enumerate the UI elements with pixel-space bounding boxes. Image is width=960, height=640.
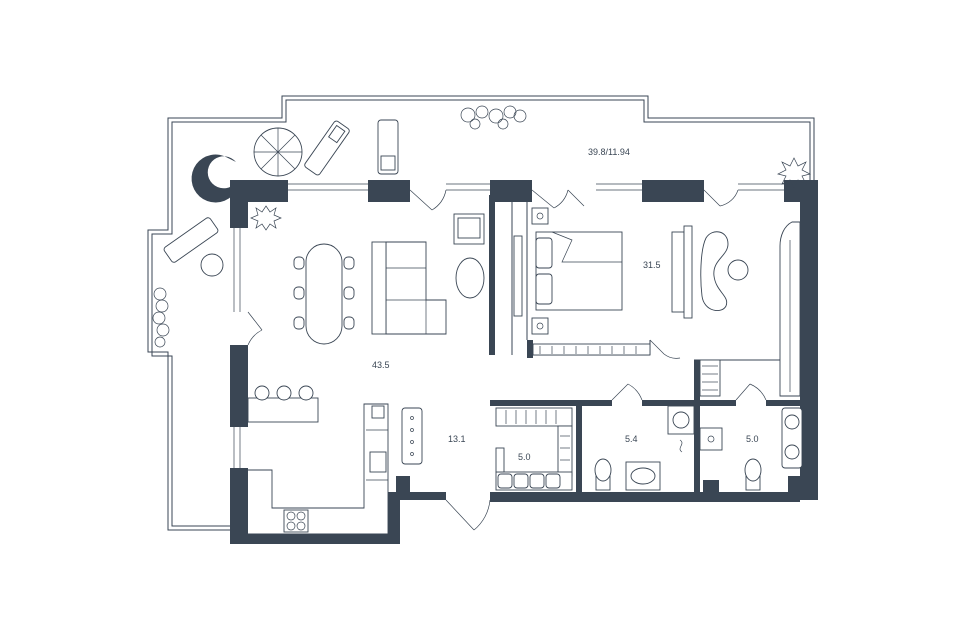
sun-lounger-icon xyxy=(304,120,350,176)
terrace-furniture xyxy=(152,105,812,348)
bed-icon xyxy=(531,207,623,335)
toilet-icon xyxy=(744,458,762,491)
doors xyxy=(247,189,767,531)
bathroom-2-fixtures xyxy=(699,407,803,491)
tv-unit-icon xyxy=(513,225,693,319)
plant-icon xyxy=(250,205,282,231)
dining-table-icon xyxy=(293,243,355,345)
wardrobe-icon xyxy=(699,359,721,397)
hall-furniture xyxy=(401,407,423,465)
sink-icon xyxy=(699,427,723,451)
terrace-area-label: 39.8/11.94 xyxy=(588,147,630,157)
armchair-icon xyxy=(453,213,485,245)
terrace-outline xyxy=(147,95,815,531)
hall-area-label: 13.1 xyxy=(448,434,466,444)
wardrobe-area-label: 5.0 xyxy=(518,452,531,462)
bedroom-furniture xyxy=(513,207,801,397)
plant-icon xyxy=(460,105,527,130)
stove-icon xyxy=(283,509,309,533)
living-furniture xyxy=(247,213,485,535)
bathroom-1-area-label: 5.4 xyxy=(625,434,638,444)
sink-icon xyxy=(625,461,661,491)
wardrobe-icon xyxy=(779,221,801,397)
kitchen-counter-icon xyxy=(248,403,389,535)
living-area-label: 43.5 xyxy=(372,360,390,370)
sofa-icon xyxy=(371,241,447,335)
sun-lounger-icon xyxy=(163,217,224,277)
sun-lounger-icon xyxy=(377,119,399,175)
wardrobe-icon xyxy=(532,343,651,356)
bar-counter-icon xyxy=(247,385,319,423)
desk-icon xyxy=(700,231,749,312)
wardrobe-room-furniture xyxy=(495,407,573,491)
bathroom-2-area-label: 5.0 xyxy=(746,434,759,444)
walls xyxy=(230,180,818,544)
round-table-icon xyxy=(191,154,236,203)
shower-icon xyxy=(667,405,695,453)
toilet-icon xyxy=(594,458,612,491)
bedroom-area-label: 31.5 xyxy=(643,260,661,270)
umbrella-icon xyxy=(253,127,303,177)
plant-icon xyxy=(152,287,170,348)
coffee-table-icon xyxy=(455,257,485,299)
plant-icon xyxy=(776,157,812,189)
bathtub-icon xyxy=(781,407,803,469)
bathroom-1-fixtures xyxy=(594,405,695,491)
